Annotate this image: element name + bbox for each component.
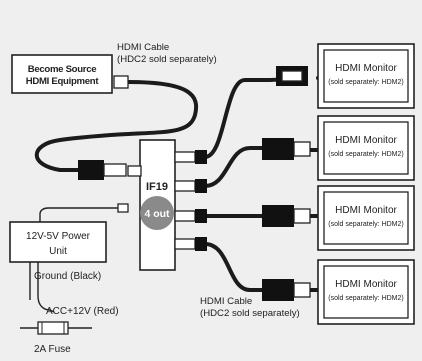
fuse-icon [37,321,69,335]
power-lead-to-splitter [39,207,118,230]
plug-out-2 [195,179,207,193]
hdmi-monitor-2: HDMI Monitor (sold separately: HDM2) [317,115,415,181]
ground-label: Ground (Black) [34,271,101,282]
power-connector [117,203,129,213]
splitter-output-port-3 [174,210,196,222]
plug-out-1 [195,150,207,164]
source-label-line1: Become Source [28,64,97,75]
cable-output-4 [203,242,264,292]
monitor-2-note: (sold separately: HDM2) [328,151,403,158]
plug-monitor-3 [262,205,311,227]
splitter-badge [140,196,174,230]
acc-label: ACC+12V (Red) [46,306,119,317]
cable-bottom-label-line1: HDMI Cable [200,296,252,307]
cable-top-label-line1: HDMI Cable [117,42,169,53]
plug-out-4 [195,237,207,251]
power-label-line1: 12V-5V Power [26,231,91,242]
cable-bottom-label-line2: (HDC2 sold separately) [200,308,300,319]
power-unit-box [9,221,107,263]
plug-out-3 [195,209,207,223]
source-equipment-box [11,54,113,94]
acc-wire [37,262,55,313]
splitter-name: IF19 [146,181,168,193]
monitor-4-note: (sold separately: HDM2) [328,295,403,302]
splitter-output-port-4 [174,238,196,250]
cable-top-label-line2: (HDC2 sold separately) [117,54,217,65]
source-hdmi-port [113,75,129,89]
cable-source-to-splitter [34,80,199,172]
plug-source-input [78,160,127,180]
monitor-1-title: HDMI Monitor [335,63,397,74]
monitor-2-title: HDMI Monitor [335,135,397,146]
hdmi-monitor-1: HDMI Monitor (sold separately: HDM2) [317,43,415,109]
plug-monitor-1 [276,66,308,86]
hdmi-monitor-4: HDMI Monitor (sold separately: HDM2) [317,259,415,325]
cable-output-2 [203,146,270,188]
splitter-badge-text: 4 out [144,208,170,220]
monitor-3-note: (sold separately: HDM2) [328,221,403,228]
hdmi-monitor-3: HDMI Monitor (sold separately: HDM2) [317,185,415,251]
monitor-1-note: (sold separately: HDM2) [328,79,403,86]
splitter-output-port-1 [174,151,196,163]
plug-monitor-2 [262,138,311,160]
monitor-4-title: HDMI Monitor [335,279,397,290]
splitter-output-port-2 [174,180,196,192]
power-label-line2: Unit [49,246,67,257]
plug-monitor-4 [262,279,311,301]
fuse-label: 2A Fuse [34,344,71,355]
splitter-input-port [127,165,142,177]
monitor-3-title: HDMI Monitor [335,205,397,216]
source-label-line2: HDMI Equipment [26,76,100,87]
